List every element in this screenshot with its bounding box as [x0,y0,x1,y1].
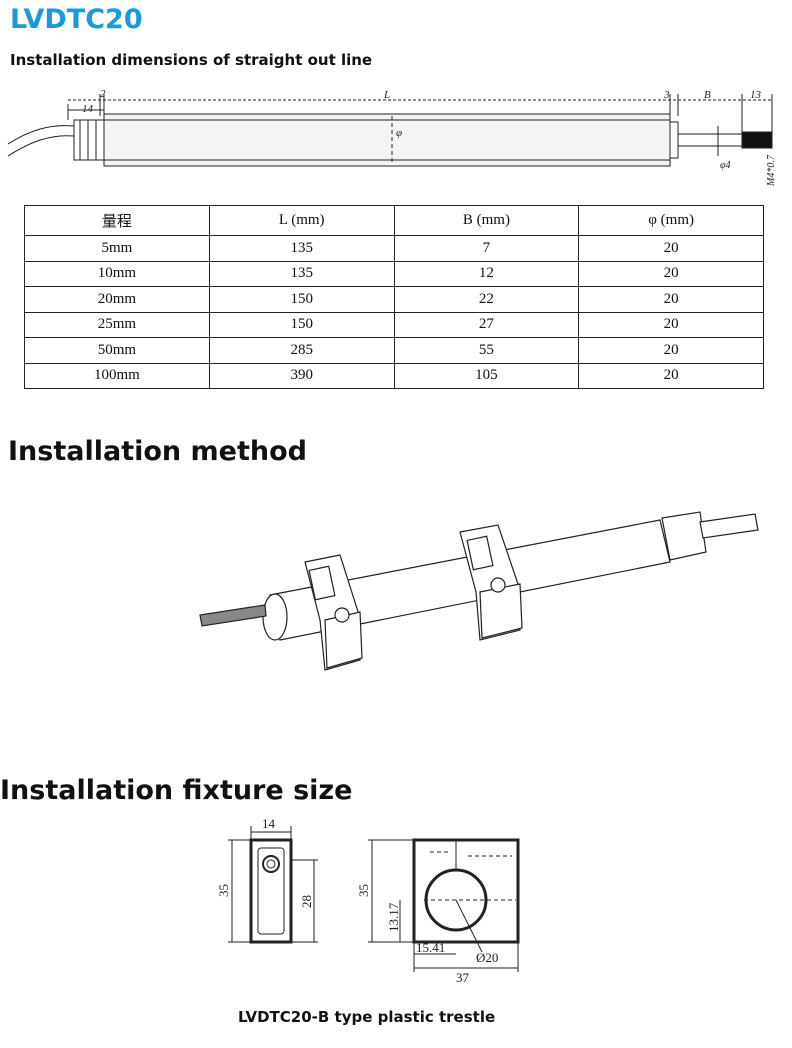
table-row: 5mm 135 7 20 [24,235,764,262]
table-row: 50mm 285 55 20 [24,337,764,364]
section-title-fixture: Installation fixture size [0,775,353,806]
dim-side-width: 14 [262,816,276,831]
table-cell: 7 [393,235,580,262]
dim-label-phi: φ [396,127,402,139]
dim-label-13: 13 [750,89,762,101]
table-cell: 12 [393,260,580,287]
table-cell: 50mm [24,337,210,364]
dim-side-inner: 28 [299,895,314,908]
table-header-row: 量程 L (mm) B (mm) φ (mm) [24,205,764,236]
table-cell: 105 [393,362,580,389]
header-cell-phi: φ (mm) [578,205,764,236]
table-cell: 150 [208,311,395,338]
table-cell: 55 [393,337,580,364]
header-cell-L: L (mm) [208,205,395,236]
bracket-hole-icon [334,607,350,623]
table-cell: 22 [393,286,580,313]
dim-label-B: B [704,89,711,101]
table-row: 100mm 390 105 20 [24,362,764,389]
sensor-body [103,113,671,167]
table-cell: 10mm [24,260,210,287]
header-cell-range: 量程 [24,205,210,236]
table-cell: 20mm [24,286,210,313]
fixture-caption: LVDTC20-B type plastic trestle [238,1008,496,1026]
table-cell: 25mm [24,311,210,338]
page-title: LVDTC20 [10,4,143,35]
section-subtitle: Installation dimensions of straight out … [10,51,373,69]
dim-label-thread: M4*0.7 [766,154,777,187]
cable-line [7,135,75,157]
dim-label-3: 3 [663,89,670,101]
cable-line [7,125,75,145]
cable [699,513,759,539]
table-cell: 27 [393,311,580,338]
dim-label-2: 2 [100,88,106,100]
table-cell: 285 [208,337,395,364]
table-row: 20mm 150 22 20 [24,286,764,313]
header-cell-B: B (mm) [393,205,580,236]
dimensions-table: 量程 L (mm) B (mm) φ (mm) 5mm 135 7 20 10m… [24,205,764,389]
sensor-end-cap [262,593,288,641]
sensor-dimension-drawing: 14 2 L 3 B 13 φ φ4 M4*0.7 [7,88,777,187]
table-cell: 20 [578,311,764,338]
dim-front-offset: 15.41 [416,940,445,955]
table-cell: 135 [208,235,395,262]
table-cell: 20 [578,235,764,262]
table-cell: 20 [578,260,764,287]
dim-front-hole: Ø20 [476,950,498,965]
installation-method-illustration [199,511,759,671]
table-cell: 135 [208,260,395,287]
dim-label-14: 14 [82,103,94,115]
table-cell: 5mm [24,235,210,262]
dim-label-phi4: φ4 [720,160,731,171]
dim-label-L: L [383,89,390,101]
table-cell: 150 [208,286,395,313]
fixture-side-view [249,838,293,944]
table-row: 10mm 135 12 20 [24,260,764,287]
table-cell: 20 [578,286,764,313]
dim-front-height: 35 [356,884,371,897]
cable-gland [661,511,707,561]
fixture-front-view [412,838,520,944]
threaded-rod [199,604,267,627]
table-row: 25mm 150 27 20 [24,311,764,338]
dim-front-center-height: 13.17 [386,902,401,932]
table-cell: 100mm [24,362,210,389]
cable-gland [73,119,105,161]
fixture-size-drawing: 14 35 28 35 13.17 15.41 Ø20 37 [216,816,520,985]
bracket-hole-icon [490,577,506,593]
dim-side-height: 35 [216,884,231,897]
dim-front-width: 37 [456,970,470,985]
table-cell: 390 [208,362,395,389]
section-title-method: Installation method [8,436,307,467]
table-cell: 20 [578,337,764,364]
table-cell: 20 [578,362,764,389]
